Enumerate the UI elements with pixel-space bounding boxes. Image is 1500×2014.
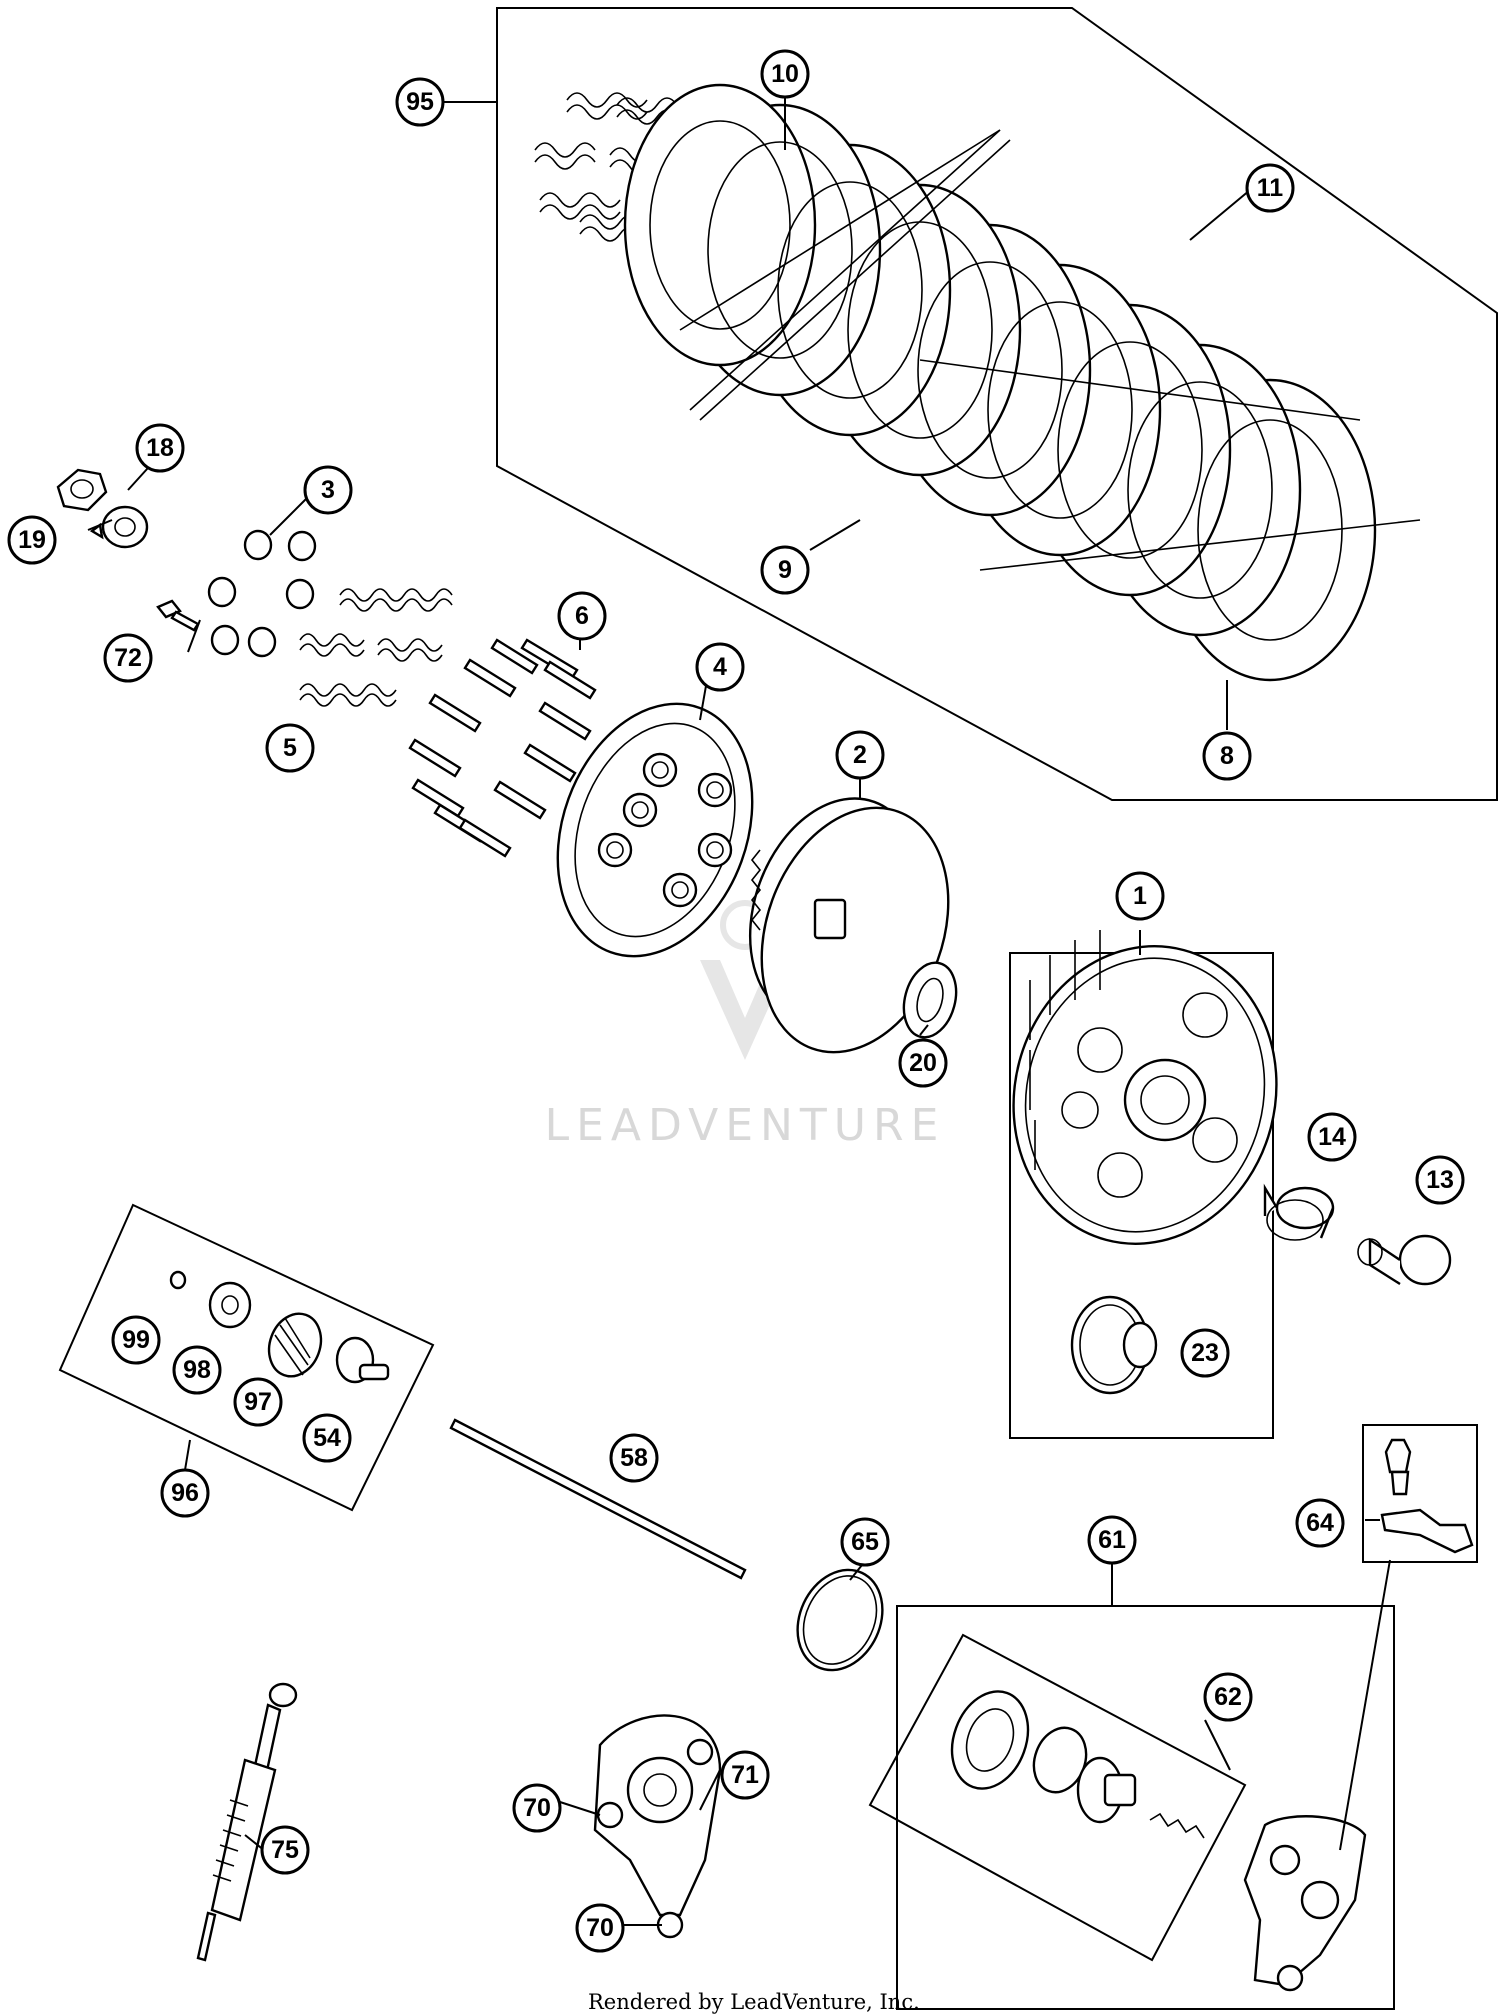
- callout-6: 6: [557, 591, 607, 641]
- svg-text:19: 19: [18, 526, 46, 554]
- outer-clutch-basket: [1012, 930, 1278, 1245]
- render-credit: Rendered by LeadVenture, Inc.: [588, 1990, 920, 2014]
- svg-text:9: 9: [778, 556, 792, 584]
- svg-text:4: 4: [713, 653, 727, 681]
- bearing-kit-box: [58, 1203, 435, 1512]
- callout-18: 18: [135, 423, 185, 473]
- callout-10: 10: [760, 49, 810, 99]
- callout-54: 54: [302, 1413, 352, 1463]
- callout-70-upper: 70: [512, 1783, 562, 1833]
- svg-text:54: 54: [313, 1424, 341, 1452]
- callout-62: 62: [1203, 1672, 1253, 1722]
- callout-58: 58: [609, 1433, 659, 1483]
- svg-text:70: 70: [523, 1794, 551, 1822]
- callout-19: 19: [7, 515, 57, 565]
- o-ring: [796, 1568, 884, 1672]
- svg-text:3: 3: [321, 476, 335, 504]
- callout-1: 1: [1115, 871, 1165, 921]
- slave-cylinder-body: [1243, 1815, 1367, 1992]
- clutch-plate-stack: [623, 83, 1421, 682]
- push-rod: [449, 1418, 747, 1580]
- svg-text:6: 6: [575, 602, 589, 630]
- svg-text:75: 75: [271, 1836, 299, 1864]
- svg-text:99: 99: [122, 1326, 150, 1354]
- clutch-slave-housing: [593, 1714, 722, 1939]
- svg-text:23: 23: [1191, 1339, 1219, 1367]
- inner-clutch-hub: [748, 797, 950, 1054]
- slave-piston-parts: [950, 1690, 1205, 1839]
- callout-9: 9: [760, 545, 810, 595]
- clutch-nut: [56, 468, 108, 512]
- svg-text:71: 71: [731, 1761, 759, 1789]
- svg-text:70: 70: [586, 1914, 614, 1942]
- lock-washer: [89, 505, 149, 549]
- callout-75: 75: [260, 1825, 310, 1875]
- svg-text:18: 18: [146, 434, 174, 462]
- bleeder-valve: [1380, 1438, 1474, 1554]
- svg-text:58: 58: [620, 1444, 648, 1472]
- svg-text:61: 61: [1098, 1526, 1126, 1554]
- pressure-plate: [556, 702, 754, 958]
- thrust-washer: [902, 961, 958, 1039]
- callout-23: 23: [1180, 1328, 1230, 1378]
- bleeder-kit-box: [1362, 1424, 1478, 1563]
- watermark-text: LEADVENTURE: [545, 1100, 946, 1151]
- bushing: [1357, 1234, 1452, 1286]
- bolt: [156, 599, 200, 632]
- spring-retainers: [207, 529, 317, 658]
- svg-text:11: 11: [1257, 174, 1284, 202]
- svg-text:5: 5: [283, 734, 297, 762]
- primary-gear: [1070, 1295, 1158, 1395]
- svg-text:72: 72: [114, 644, 142, 672]
- needle-bearing: [1263, 1183, 1335, 1241]
- bearing-kit-parts: [169, 1270, 390, 1384]
- svg-text:97: 97: [244, 1388, 272, 1416]
- svg-text:95: 95: [406, 88, 434, 116]
- svg-text:1: 1: [1133, 882, 1147, 910]
- svg-text:65: 65: [851, 1528, 879, 1556]
- svg-text:13: 13: [1426, 1166, 1454, 1194]
- clutch-springs-small: [299, 588, 453, 707]
- svg-text:64: 64: [1306, 1509, 1334, 1537]
- callout-96: 96: [160, 1468, 210, 1518]
- callout-11: 11: [1245, 163, 1295, 213]
- callout-61: 61: [1087, 1515, 1137, 1565]
- callout-71: 71: [720, 1750, 770, 1800]
- callout-64: 64: [1295, 1498, 1345, 1548]
- callout-65: 65: [840, 1517, 890, 1567]
- clutch-plate-set-box: [496, 7, 1498, 801]
- callout-97: 97: [233, 1377, 283, 1427]
- callout-4: 4: [695, 642, 745, 692]
- piston-kit-box: [868, 1633, 1247, 1962]
- grease-syringe: [196, 1682, 298, 1962]
- svg-text:62: 62: [1214, 1683, 1242, 1711]
- svg-text:14: 14: [1318, 1123, 1346, 1151]
- callout-99: 99: [111, 1315, 161, 1365]
- callout-2: 2: [835, 730, 885, 780]
- callout-3: 3: [303, 465, 353, 515]
- svg-text:8: 8: [1220, 742, 1234, 770]
- guide-pins: [408, 638, 597, 858]
- callout-72: 72: [103, 633, 153, 683]
- callout-20: 20: [898, 1038, 948, 1088]
- callout-5: 5: [265, 723, 315, 773]
- svg-text:20: 20: [909, 1049, 937, 1077]
- svg-text:2: 2: [853, 741, 867, 769]
- callout-70-lower: 70: [575, 1903, 625, 1953]
- svg-text:98: 98: [183, 1356, 211, 1384]
- callout-8: 8: [1202, 731, 1252, 781]
- callout-95: 95: [395, 77, 445, 127]
- callout-13: 13: [1415, 1155, 1465, 1205]
- svg-text:10: 10: [771, 60, 799, 88]
- callout-14: 14: [1307, 1112, 1357, 1162]
- slave-cylinder-box: [896, 1605, 1395, 2010]
- svg-text:96: 96: [171, 1479, 199, 1507]
- callout-98: 98: [172, 1345, 222, 1395]
